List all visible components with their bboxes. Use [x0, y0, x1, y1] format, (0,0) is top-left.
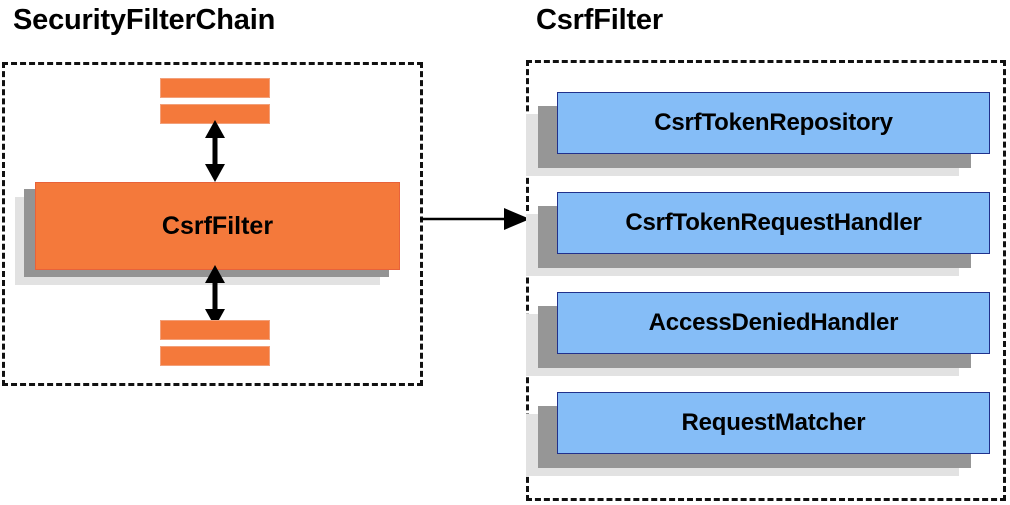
csrf-filter-label: CsrfFilter	[161, 211, 274, 240]
component-label: CsrfTokenRequestHandler	[625, 209, 922, 236]
filter-bar-below-2	[160, 346, 270, 366]
security-filter-chain-group	[2, 62, 423, 386]
csrf-filter-box[interactable]: CsrfFilter	[35, 182, 400, 270]
panel-title-csrf-filter: CsrfFilter	[536, 4, 663, 36]
csrf-filter-group	[526, 60, 1006, 501]
component-row[interactable]: CsrfTokenRepository	[526, 92, 990, 177]
filter-bar-above-1	[160, 78, 270, 98]
component-row[interactable]: RequestMatcher	[526, 392, 990, 477]
component-label: RequestMatcher	[681, 409, 866, 436]
component-row[interactable]: AccessDeniedHandler	[526, 292, 990, 377]
arrow-left-to-right	[420, 208, 530, 230]
component-label: CsrfTokenRepository	[654, 109, 893, 136]
component-row[interactable]: CsrfTokenRequestHandler	[526, 192, 990, 277]
component-box[interactable]: CsrfTokenRequestHandler	[557, 192, 990, 254]
panel-title-security-filter-chain: SecurityFilterChain	[13, 4, 276, 36]
filter-bar-below-1	[160, 320, 270, 340]
component-box[interactable]: RequestMatcher	[557, 392, 990, 454]
arrow-bidirectional-above	[205, 120, 225, 182]
component-label: AccessDeniedHandler	[648, 309, 899, 336]
component-box[interactable]: CsrfTokenRepository	[557, 92, 990, 154]
component-box[interactable]: AccessDeniedHandler	[557, 292, 990, 354]
arrow-bidirectional-below	[205, 265, 225, 327]
